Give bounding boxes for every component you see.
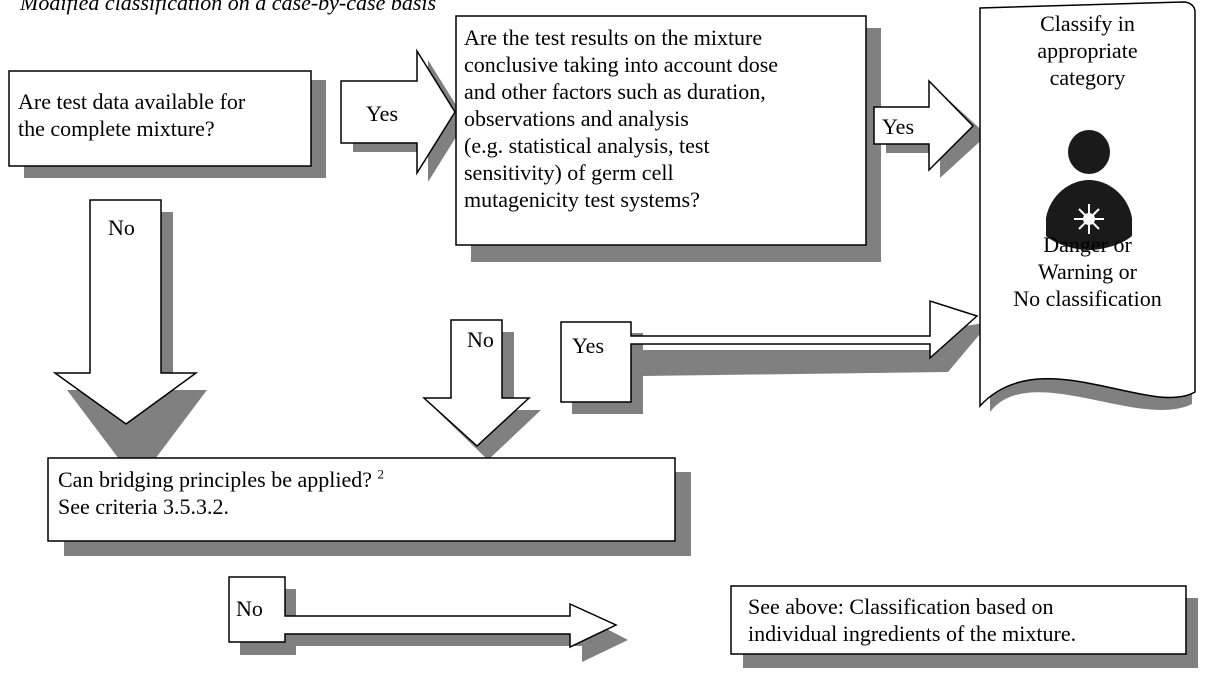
q-test-data-text: Are test data available for the complete… bbox=[18, 88, 245, 142]
q-bridging-question: Can bridging principles be applied? bbox=[58, 467, 373, 492]
see-above-text: See above: Classification based on indiv… bbox=[748, 593, 1076, 647]
no2-arrow bbox=[422, 319, 531, 448]
see-above-line: See above: Classification based on bbox=[748, 594, 1054, 619]
health-hazard-icon bbox=[1046, 130, 1132, 250]
yes1-arrow bbox=[340, 48, 456, 176]
result-bottom-text: Danger or Warning or No classification bbox=[980, 231, 1195, 312]
yes-label: Yes bbox=[366, 101, 399, 126]
result-top-line: Classify in bbox=[1040, 11, 1135, 36]
yes2-arrow bbox=[873, 79, 975, 172]
see-above-line: individual ingredients of the mixture. bbox=[748, 621, 1077, 646]
q-test-data-box bbox=[8, 70, 312, 167]
q-bridging-box bbox=[47, 457, 676, 542]
see-above-box bbox=[730, 585, 1187, 655]
q-conclusive-line: sensitivity) of germ cell bbox=[464, 160, 674, 185]
q-conclusive-text: Are the test results on the mixture conc… bbox=[464, 24, 778, 213]
result-bottom-line: No classification bbox=[1013, 286, 1162, 311]
yes3-arrow bbox=[560, 299, 979, 403]
footnote-marker: 2 bbox=[377, 466, 385, 482]
no3-shadow bbox=[240, 589, 628, 662]
q-test-data-line: Are test data available for bbox=[18, 89, 246, 114]
q-conclusive-line: observations and analysis bbox=[464, 106, 689, 131]
result-bottom-line: Danger or bbox=[1043, 232, 1132, 257]
result-top-line: appropriate bbox=[1037, 38, 1138, 63]
q-bridging-line-1: Can bridging principles be applied? 2 bbox=[58, 466, 384, 493]
q-bridging-text: Can bridging principles be applied? 2 Se… bbox=[58, 466, 384, 520]
no3-arrow bbox=[228, 576, 618, 649]
q-conclusive-line: (e.g. statistical analysis, test bbox=[464, 133, 710, 158]
page-heading: Modified classification on a case-by-cas… bbox=[20, 0, 437, 15]
q-test-data-line: the complete mixture? bbox=[18, 116, 215, 141]
arrows bbox=[52, 48, 979, 649]
no-label: No bbox=[108, 215, 135, 240]
q-conclusive-box bbox=[455, 15, 867, 246]
q-conclusive-line: and other factors such as duration, bbox=[464, 79, 766, 104]
q-conclusive-line: conclusive taking into account dose bbox=[464, 52, 779, 77]
yes-label: Yes bbox=[572, 333, 605, 358]
yes3-shadow bbox=[572, 322, 990, 414]
yes-label: Yes bbox=[882, 114, 915, 139]
result-top-text: Classify in appropriate category bbox=[980, 10, 1195, 91]
no-label: No bbox=[467, 327, 494, 352]
result-bottom-line: Warning or bbox=[1037, 259, 1138, 284]
q-conclusive-line: Are the test results on the mixture bbox=[464, 25, 763, 50]
result-top-line: category bbox=[1049, 65, 1126, 90]
q-conclusive-line: mutagenicity test systems? bbox=[464, 187, 700, 212]
q-bridging-line-2: See criteria 3.5.3.2. bbox=[58, 494, 230, 519]
no-label: No bbox=[236, 596, 263, 621]
no1-arrow bbox=[52, 199, 199, 425]
